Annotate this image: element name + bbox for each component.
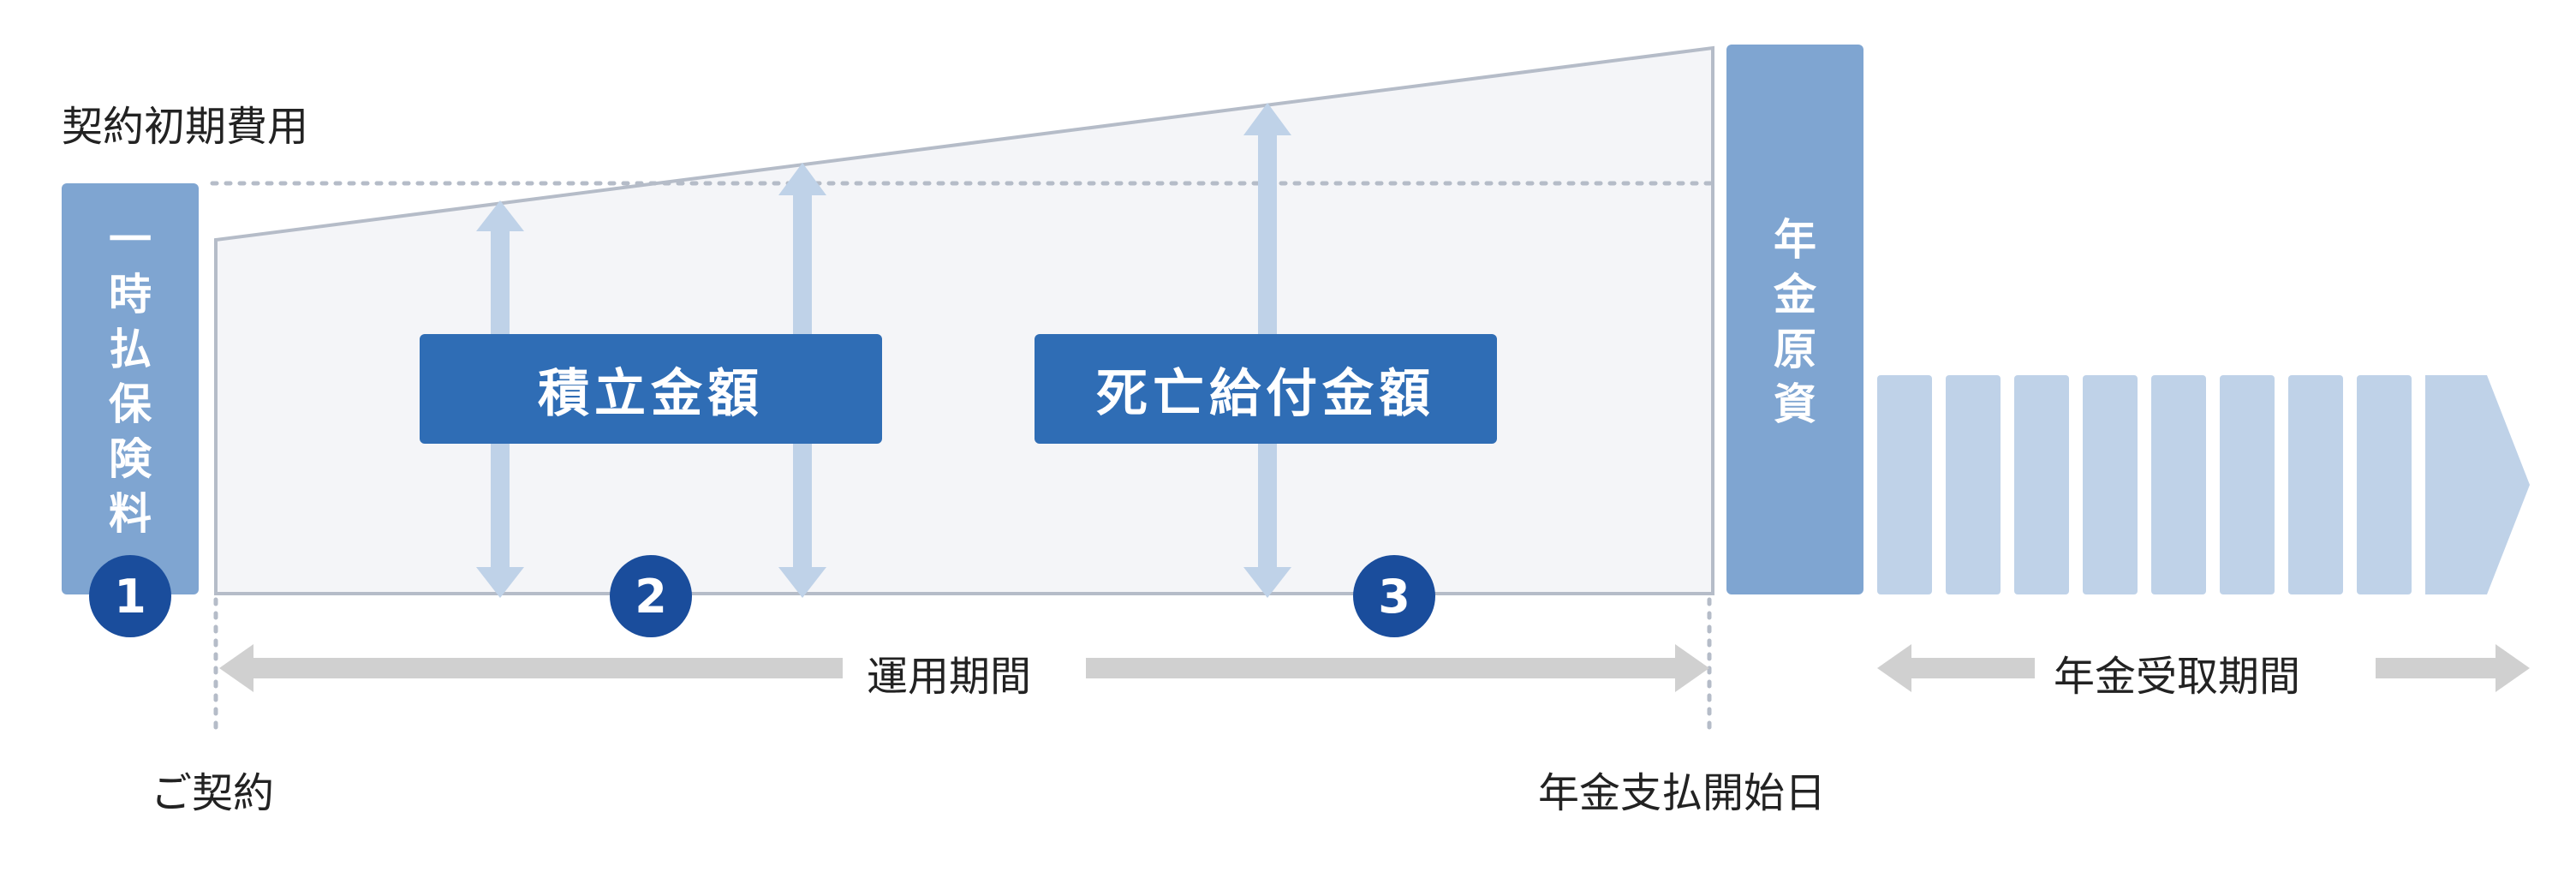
annuity-start-date-label: 年金支払開始日 [1538, 769, 1827, 817]
vertical-char: 保 [109, 379, 152, 429]
marker-1: 1 [89, 555, 171, 637]
death-benefit-box: 死亡給付金額 [1035, 334, 1497, 444]
annuity-receipt-period-label: 年金受取期間 [2054, 653, 2301, 701]
vertical-char: 払 [109, 325, 152, 374]
vertical-char: 時 [109, 270, 152, 320]
receipt-period-arrow [1877, 644, 2530, 692]
vertical-char: 原 [1774, 325, 1816, 374]
contract-start-label: ご契約 [151, 769, 275, 817]
vertical-char: 金 [1774, 270, 1816, 320]
vertical-char: 一 [109, 215, 152, 265]
operation-period-label: 運用期間 [867, 653, 1032, 701]
accumulation-area [214, 45, 1714, 595]
marker-3: 3 [1353, 555, 1435, 637]
annuity-principal-bar [1726, 45, 1863, 594]
accumulated-amount-box: 積立金額 [420, 334, 882, 444]
vertical-char: 年 [1774, 215, 1816, 265]
annuity-principal-label: 年金原資 [1726, 212, 1863, 432]
marker-2: 2 [610, 555, 692, 637]
vertical-char: 険 [109, 434, 152, 484]
operation-period-arrow [219, 644, 1709, 692]
single-premium-bar [62, 183, 199, 594]
initial-cost-label: 契約初期費用 [62, 103, 309, 151]
vertical-char: 資 [1774, 379, 1816, 429]
single-premium-label: 一時払保険料 [62, 212, 199, 541]
vertical-char: 料 [109, 489, 152, 539]
annuity-payout-segments [1877, 375, 2530, 594]
